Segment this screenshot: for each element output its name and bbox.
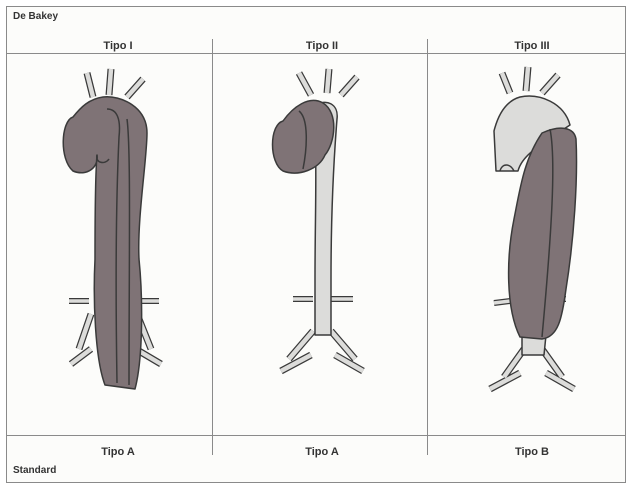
tipo-i-aorta-diagram xyxy=(51,59,181,429)
tipo-i-label: Tipo I xyxy=(18,40,218,52)
footer-divider xyxy=(7,435,625,436)
tipo-ii-stanford-label: Tipo A xyxy=(222,446,422,458)
header-divider xyxy=(7,53,625,54)
tipo-iii-aorta-diagram xyxy=(470,59,600,429)
tipo-iii-label: Tipo III xyxy=(432,40,632,52)
tipo-ii-aorta-diagram xyxy=(259,59,389,429)
tipo-i-stanford-label: Tipo A xyxy=(18,446,218,458)
stanford-label: Standard xyxy=(13,465,56,476)
classification-panel: De Bakey Tipo I Tipo II Tipo III xyxy=(6,6,626,483)
column-divider-1 xyxy=(212,39,213,455)
tipo-iii-stanford-label: Tipo B xyxy=(432,446,632,458)
column-divider-2 xyxy=(427,39,428,455)
debakey-label: De Bakey xyxy=(13,11,58,22)
tipo-ii-label: Tipo II xyxy=(222,40,422,52)
